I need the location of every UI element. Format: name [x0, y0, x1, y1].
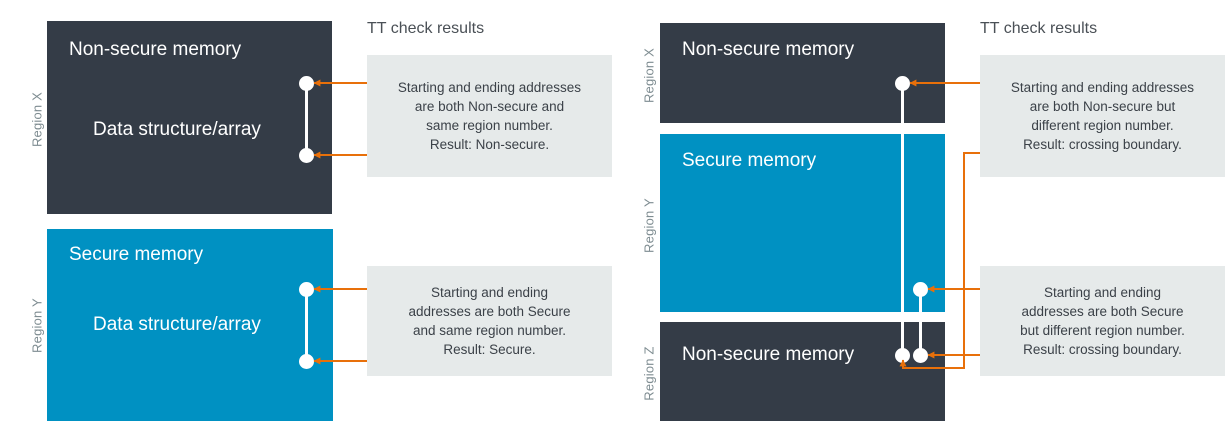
callout-left-nonsecure-line-3: Result: Non-secure.: [429, 137, 550, 152]
callout-right-secure-line-0: Starting and ending: [1043, 285, 1162, 300]
memory-block-right-secure-y: Secure memory: [660, 134, 945, 312]
memory-block-right-z-heading: Non-secure memory: [682, 344, 855, 365]
callout-right-secure-line-2: but different region number.: [1020, 323, 1185, 338]
callout-right-nonsecure-line-3: Result: crossing boundary.: [1023, 137, 1182, 152]
right-panel-title: TT check results: [980, 20, 1098, 37]
callout-left-secure: Starting and ending addresses are both S…: [367, 266, 612, 376]
memory-block-right-y-heading: Secure memory: [682, 150, 817, 171]
callout-right-secure-line-3: Result: crossing boundary.: [1023, 342, 1182, 357]
callout-left-secure-line-2: and same region number.: [412, 323, 567, 338]
address-dot-right-z-end-b: [913, 348, 928, 363]
callout-left-secure-line-1: addresses are both Secure: [408, 304, 571, 319]
address-dot-left-x-start: [299, 76, 314, 91]
callout-right-nonsecure: Starting and ending addresses are both N…: [980, 55, 1225, 177]
callout-right-nonsecure-line-0: Starting and ending addresses: [1010, 80, 1195, 95]
callout-left-nonsecure-line-1: are both Non-secure and: [414, 99, 565, 114]
address-rail-right-a: [901, 84, 904, 356]
address-dot-left-x-end: [299, 148, 314, 163]
address-dot-left-y-start: [299, 282, 314, 297]
address-rail-right-b: [919, 290, 922, 356]
address-dot-right-x-start: [895, 76, 910, 91]
address-dot-right-z-end-a: [895, 348, 910, 363]
memory-block-left-secure-body: Data structure/array: [93, 314, 261, 335]
address-dot-right-y-start: [913, 282, 928, 297]
memory-block-right-nonsecure-z: Non-secure memory: [660, 322, 945, 421]
memory-block-right-x-heading: Non-secure memory: [682, 39, 855, 60]
memory-block-left-nonsecure-body: Data structure/array: [93, 119, 261, 140]
callout-right-nonsecure-line-2: different region number.: [1031, 118, 1174, 133]
callout-right-secure-line-1: addresses are both Secure: [1021, 304, 1184, 319]
callout-left-secure-line-0: Starting and ending: [430, 285, 549, 300]
left-panel-title: TT check results: [367, 20, 485, 37]
memory-block-left-secure-heading: Secure memory: [69, 244, 204, 265]
callout-left-secure-line-3: Result: Secure.: [443, 342, 536, 357]
callout-left-nonsecure-line-2: same region number.: [426, 118, 553, 133]
callout-left-nonsecure-line-0: Starting and ending addresses: [397, 80, 582, 95]
callout-right-nonsecure-line-1: are both Non-secure but: [1029, 99, 1176, 114]
address-rail-left-y: [305, 292, 308, 362]
connector-right-x-end: [899, 152, 980, 369]
address-dot-left-y-end: [299, 354, 314, 369]
callout-left-nonsecure: Starting and ending addresses are both N…: [367, 55, 612, 177]
address-rail-left-x: [305, 86, 308, 156]
callout-right-secure: Starting and ending addresses are both S…: [980, 266, 1225, 376]
memory-block-left-nonsecure-heading: Non-secure memory: [69, 39, 242, 60]
memory-block-right-nonsecure-x: Non-secure memory: [660, 23, 945, 123]
memory-block-left-nonsecure: Non-secure memory Data structure/array: [47, 21, 332, 214]
memory-block-left-secure: Secure memory Data structure/array: [47, 229, 333, 421]
